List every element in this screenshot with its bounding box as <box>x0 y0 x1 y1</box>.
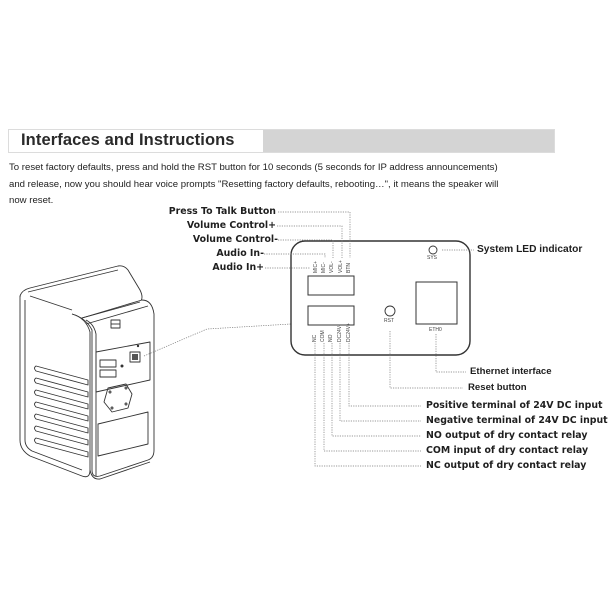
intro-line-3: now reset. <box>9 195 54 206</box>
pin-label-vol-plus: VOL+ <box>338 260 344 273</box>
label-system-led: System LED indicator <box>477 244 583 255</box>
section-title: Interfaces and Instructions <box>21 131 235 149</box>
sys-led <box>428 245 438 255</box>
bottom-terminal-block <box>307 305 355 326</box>
intro-paragraph: To reset factory defaults, press and hol… <box>9 160 589 210</box>
label-nc-output: NC output of dry contact relay <box>426 460 587 471</box>
speaker-device-illustration <box>19 265 155 480</box>
pin-label-vol-minus: VOL- <box>329 261 335 273</box>
label-reset-button: Reset button <box>468 382 527 393</box>
label-dc-negative: Negative terminal of 24V DC input <box>426 415 608 426</box>
vent-slots <box>34 365 89 458</box>
section-header: Interfaces and Instructions <box>8 129 555 153</box>
eth0-label: ETH0 <box>429 327 442 333</box>
rst-label: RST <box>384 318 394 324</box>
pin-label-nc: NC <box>312 334 318 342</box>
section-title-box: Interfaces and Instructions <box>9 130 263 152</box>
pin-label-dc24v-minus: DC24V- <box>337 324 343 342</box>
power-socket <box>103 383 133 413</box>
pin-label-mic-plus: MIC+ <box>313 260 319 273</box>
intro-line-1: To reset factory defaults, press and hol… <box>9 162 498 173</box>
sys-label: SYS <box>427 255 438 261</box>
label-no-output: NO output of dry contact relay <box>426 430 588 441</box>
eth0-port <box>415 281 458 325</box>
label-ethernet-interface: Ethernet interface <box>470 366 552 377</box>
label-com-input: COM input of dry contact relay <box>426 445 589 456</box>
lower-plate <box>97 411 149 457</box>
leader-lines <box>264 211 474 467</box>
interface-panel-outline <box>290 240 471 356</box>
label-audio-in-plus: Audio In+ <box>212 262 264 273</box>
pin-label-com: COM <box>320 330 326 342</box>
device-connector-panel <box>95 341 151 393</box>
pin-label-dc24v-plus: DC24V+ <box>346 322 352 342</box>
pin-label-mic-minus: MIC- <box>321 262 327 273</box>
label-press-to-talk: Press To Talk Button <box>168 206 276 217</box>
label-audio-in-minus: Audio In- <box>216 248 264 259</box>
pin-label-btn: BTN <box>346 263 352 273</box>
rst-button <box>384 305 396 317</box>
device-to-panel-leader <box>143 323 292 357</box>
top-terminal-block <box>307 275 355 296</box>
intro-line-2: and release, now you should hear voice p… <box>9 178 499 190</box>
label-volume-control-minus: Volume Control- <box>192 234 278 245</box>
pin-label-no: NO <box>328 334 334 343</box>
device-eth-port <box>129 351 141 363</box>
label-dc-positive: Positive terminal of 24V DC input <box>426 400 603 411</box>
label-volume-control-plus: Volume Control+ <box>186 220 276 231</box>
